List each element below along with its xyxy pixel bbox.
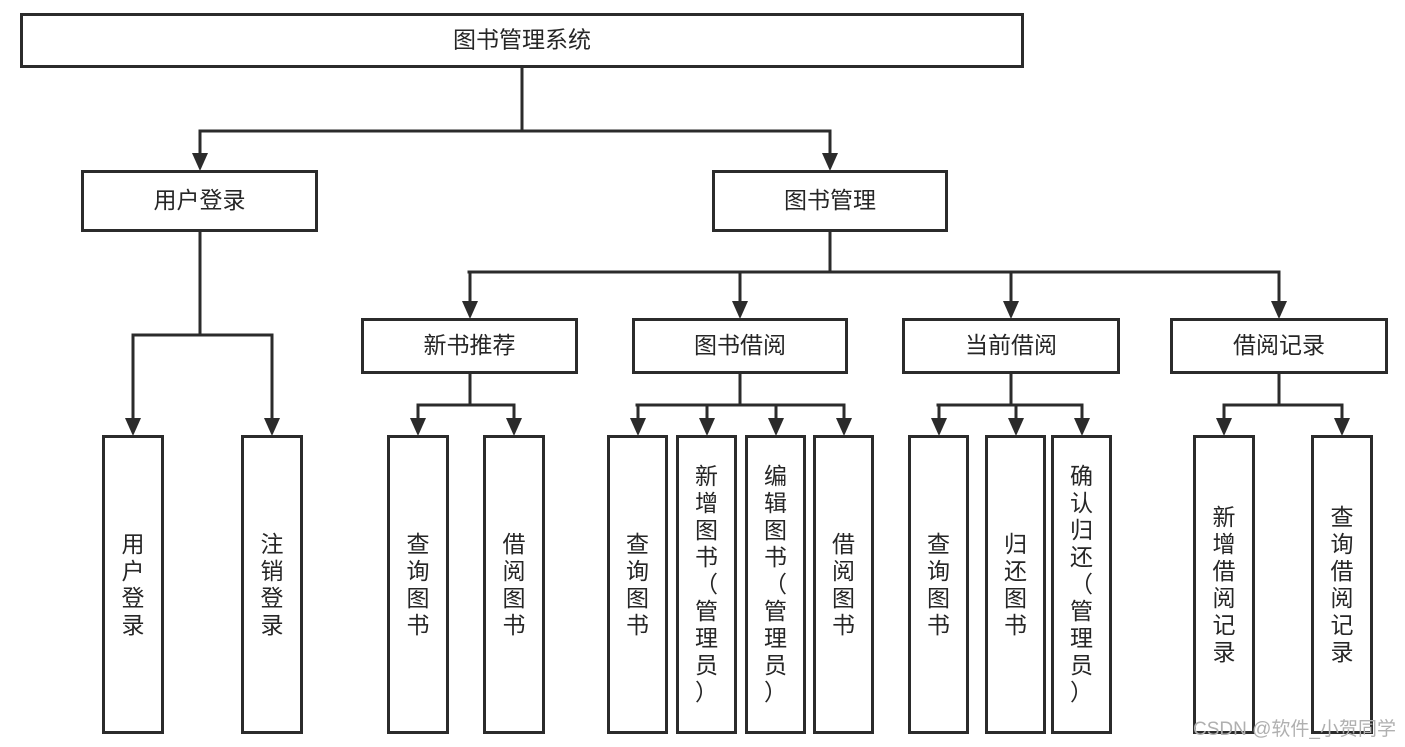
edge-book-borrow-to-leaf-edit-book: [768, 403, 784, 436]
connector-rail-borrow-record: [1222, 372, 1344, 407]
edge-borrow-record-to-leaf-query-record: [1334, 403, 1350, 436]
node-leaf-add-book-rect[interactable]: [676, 435, 737, 734]
node-book-manage-rect[interactable]: [712, 170, 948, 232]
node-leaf-add-record-label: 新增借阅记录: [1213, 504, 1236, 665]
node-borrow-record[interactable]: 借阅记录: [1170, 318, 1388, 374]
node-leaf-return-book-label: 归还图书: [1004, 531, 1027, 638]
edge-book-manage-to-current-borrow: [1003, 270, 1019, 319]
node-leaf-query-book-2-rect[interactable]: [607, 435, 668, 734]
edge-book-borrow-to-leaf-query-book-2: [630, 403, 646, 436]
node-leaf-return-book-rect[interactable]: [985, 435, 1046, 734]
node-leaf-logout-rect[interactable]: [241, 435, 303, 734]
edge-book-manage-to-book-borrow: [732, 270, 748, 319]
edge-user-login-to-leaf-user-login: [125, 333, 141, 436]
node-current-borrow[interactable]: 当前借阅: [902, 318, 1120, 374]
edge-current-borrow-to-leaf-confirm-return: [1074, 403, 1090, 436]
node-leaf-query-book-2[interactable]: 查询图书: [607, 435, 668, 734]
node-leaf-query-book-1-rect[interactable]: [387, 435, 449, 734]
connector-rail-book-borrow: [635, 372, 845, 407]
node-new-book-rec[interactable]: 新书推荐: [361, 318, 578, 374]
edge-new-book-rec-to-leaf-query-book-1: [410, 403, 426, 436]
node-leaf-borrow-book-2-label: 借阅图书: [832, 531, 855, 638]
node-leaf-add-book-label: 新增图书（管理员）: [695, 463, 718, 705]
node-book-borrow[interactable]: 图书借阅: [632, 318, 848, 374]
node-current-borrow-label: 当前借阅: [965, 332, 1057, 358]
edge-root-to-book-manage: [822, 129, 838, 171]
node-book-borrow-rect[interactable]: [632, 318, 848, 374]
node-root-book-management-system-label: 图书管理系统: [453, 27, 591, 53]
node-leaf-return-book[interactable]: 归还图书: [985, 435, 1046, 734]
node-leaf-query-book-3-rect[interactable]: [908, 435, 969, 734]
node-leaf-confirm-return[interactable]: 确认归还（管理员）: [1051, 435, 1112, 734]
node-leaf-confirm-return-rect[interactable]: [1051, 435, 1112, 734]
node-new-book-rec-rect[interactable]: [361, 318, 578, 374]
connector-rail-current-borrow: [936, 372, 1083, 407]
node-user-login-rect[interactable]: [81, 170, 318, 232]
node-borrow-record-rect[interactable]: [1170, 318, 1388, 374]
node-root-book-management-system-rect[interactable]: [20, 13, 1024, 68]
node-leaf-query-book-3-label: 查询图书: [927, 531, 950, 638]
node-leaf-query-book-1[interactable]: 查询图书: [387, 435, 449, 734]
node-book-manage[interactable]: 图书管理: [712, 170, 948, 232]
edge-book-manage-to-new-book-rec: [462, 270, 478, 319]
node-root-book-management-system[interactable]: 图书管理系统: [20, 13, 1024, 68]
node-leaf-logout-label: 注销登录: [261, 531, 284, 638]
node-new-book-rec-label: 新书推荐: [424, 332, 516, 358]
edge-book-borrow-to-leaf-borrow-book-2: [836, 403, 852, 436]
edge-book-borrow-to-leaf-add-book: [699, 403, 715, 436]
node-leaf-edit-book[interactable]: 编辑图书（管理员）: [745, 435, 806, 734]
node-leaf-borrow-book-1-rect[interactable]: [483, 435, 545, 734]
node-leaf-borrow-book-1[interactable]: 借阅图书: [483, 435, 545, 734]
node-leaf-user-login[interactable]: 用户登录: [102, 435, 164, 734]
node-leaf-query-book-3[interactable]: 查询图书: [908, 435, 969, 734]
node-leaf-user-login-rect[interactable]: [102, 435, 164, 734]
edge-root-to-user-login: [192, 129, 208, 171]
node-leaf-add-record-rect[interactable]: [1193, 435, 1255, 734]
node-book-manage-label: 图书管理: [784, 187, 876, 213]
edge-current-borrow-to-leaf-query-book-3: [931, 403, 947, 436]
connector-layer: [125, 66, 1350, 436]
edge-book-manage-to-borrow-record: [1271, 270, 1287, 319]
node-user-login[interactable]: 用户登录: [81, 170, 318, 232]
node-leaf-edit-book-label: 编辑图书（管理员）: [764, 463, 787, 705]
edge-borrow-record-to-leaf-add-record: [1216, 403, 1232, 436]
edge-new-book-rec-to-leaf-borrow-book-1: [506, 403, 522, 436]
node-user-login-label: 用户登录: [154, 187, 246, 213]
node-leaf-query-record[interactable]: 查询借阅记录: [1311, 435, 1373, 734]
connector-rail-new-book-rec: [416, 372, 516, 407]
node-leaf-query-record-rect[interactable]: [1311, 435, 1373, 734]
node-layer: 图书管理系统用户登录图书管理新书推荐图书借阅当前借阅借阅记录用户登录注销登录查询…: [20, 13, 1388, 734]
edge-current-borrow-to-leaf-return-book: [1008, 403, 1024, 436]
node-borrow-record-label: 借阅记录: [1233, 332, 1325, 358]
node-leaf-edit-book-rect[interactable]: [745, 435, 806, 734]
csdn-watermark: CSDN @软件_小贺同学: [1193, 718, 1396, 740]
node-leaf-user-login-label: 用户登录: [122, 531, 145, 638]
node-leaf-logout[interactable]: 注销登录: [241, 435, 303, 734]
connector-rail-user-login: [131, 230, 274, 337]
edge-user-login-to-leaf-logout: [264, 333, 280, 436]
connector-rail-root: [198, 66, 832, 133]
node-current-borrow-rect[interactable]: [902, 318, 1120, 374]
node-leaf-borrow-book-2-rect[interactable]: [813, 435, 874, 734]
node-leaf-add-record[interactable]: 新增借阅记录: [1193, 435, 1255, 734]
node-leaf-query-book-2-label: 查询图书: [626, 531, 649, 638]
node-leaf-borrow-book-2[interactable]: 借阅图书: [813, 435, 874, 734]
connector-rail-book-manage: [467, 230, 1281, 274]
node-leaf-add-book[interactable]: 新增图书（管理员）: [676, 435, 737, 734]
node-leaf-confirm-return-label: 确认归还（管理员）: [1070, 463, 1093, 705]
node-book-borrow-label: 图书借阅: [694, 332, 786, 358]
node-leaf-borrow-book-1-label: 借阅图书: [503, 531, 526, 638]
node-leaf-query-book-1-label: 查询图书: [407, 531, 430, 638]
node-leaf-query-record-label: 查询借阅记录: [1331, 504, 1354, 665]
